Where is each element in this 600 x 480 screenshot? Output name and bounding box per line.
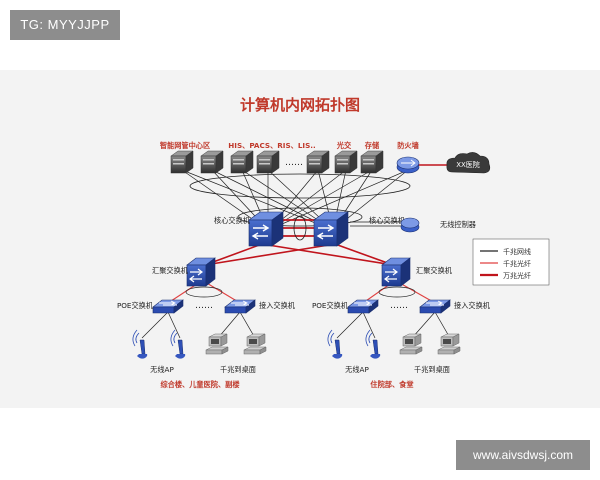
access-switch-icon xyxy=(224,299,256,314)
server-icon xyxy=(306,150,330,174)
core-aggregation-links xyxy=(204,243,394,266)
label-wireless-controller: 无线控制器 xyxy=(440,220,476,229)
label-management-center: 智能网管中心区 xyxy=(160,141,210,150)
link-bundle-ring-top xyxy=(189,173,411,199)
desktop-pc-icon xyxy=(243,333,267,355)
label-area-right: 住院部、食堂 xyxy=(370,380,413,389)
optical-switch-icon xyxy=(334,150,358,174)
label-access-switch-right: 接入交换机 xyxy=(454,301,491,310)
storage-icon xyxy=(360,150,384,174)
cloud-icon xyxy=(446,152,491,174)
label-firewall: 防火墙 xyxy=(397,141,419,150)
label-core-switch-right: 核心交换机 xyxy=(369,216,406,225)
label-access-switch-left: 接入交换机 xyxy=(259,301,296,310)
label-desktop-right: 千兆到桌面 xyxy=(414,365,450,374)
legend-label: 千兆光纤 xyxy=(503,259,531,268)
wireless-controller-icon xyxy=(400,217,420,233)
desktop-pc-icon xyxy=(205,333,229,355)
label-aggregation-switch-right: 汇聚交换机 xyxy=(416,266,453,275)
server-icon xyxy=(200,150,224,174)
legend-label: 万兆光纤 xyxy=(503,271,531,280)
label-his-pacs: HIS、PACS、RIS、LIS.. xyxy=(228,141,315,150)
channel-tag: TG: MYYJJPP xyxy=(10,10,120,40)
access-switch-icon xyxy=(419,299,451,314)
core-switch-icon xyxy=(313,211,349,247)
label-wireless-ap-right: 无线AP xyxy=(345,365,369,374)
label-area-left: 综合楼、儿童医院、副楼 xyxy=(160,380,240,389)
poe-switch-icon xyxy=(347,299,379,314)
diagram-panel: 计算机内网拓扑图 智能网管中心区 HIS、PACS、RIS、LIS.. 光交 存… xyxy=(0,70,600,408)
poe-switch-icon xyxy=(152,299,184,314)
desktop-pc-icon xyxy=(399,333,423,355)
label-aggregation-switch-left: 汇聚交换机 xyxy=(152,266,189,275)
core-ring xyxy=(293,215,307,241)
server-icon xyxy=(170,150,194,174)
watermark-url: www.aivsdwsj.com xyxy=(456,440,590,470)
diagram-title: 计算机内网拓扑图 xyxy=(240,96,360,114)
aggregation-switch-icon xyxy=(186,257,216,287)
label-poe-switch-right: POE交换机 xyxy=(312,301,349,310)
endpoint-links xyxy=(141,311,451,339)
label-desktop-left: 千兆到桌面 xyxy=(220,365,256,374)
core-interconnect xyxy=(280,219,320,237)
cloud-label: XX医院 xyxy=(456,160,480,169)
label-storage: 存储 xyxy=(365,141,380,150)
edge-ellipsis-right: …… xyxy=(390,301,408,311)
right-agg-ring xyxy=(378,286,416,298)
core-switch-icon xyxy=(248,211,284,247)
label-poe-switch-left: POE交换机 xyxy=(117,301,154,310)
legend: 千兆网线 千兆光纤 万兆光纤 xyxy=(472,238,550,286)
network-topology-diagram: 计算机内网拓扑图 智能网管中心区 HIS、PACS、RIS、LIS.. 光交 存… xyxy=(117,96,550,389)
desktop-pc-icon xyxy=(437,333,461,355)
aggregation-switch-icon xyxy=(381,257,411,287)
legend-label: 千兆网线 xyxy=(503,247,531,256)
wireless-ap-icon xyxy=(132,329,148,360)
firewall-icon xyxy=(396,156,420,174)
link-bundle-ring-core xyxy=(237,207,363,227)
server-icon xyxy=(230,150,254,174)
server-icon xyxy=(256,150,280,174)
server-ellipsis: …… xyxy=(285,158,303,168)
edge-ellipsis-left: …… xyxy=(195,301,213,311)
label-wireless-ap-left: 无线AP xyxy=(150,365,174,374)
left-agg-ring xyxy=(185,286,223,298)
label-optical-switch: 光交 xyxy=(336,141,352,150)
wireless-ap-icon xyxy=(327,329,343,360)
label-core-switch-left: 核心交换机 xyxy=(214,216,251,225)
